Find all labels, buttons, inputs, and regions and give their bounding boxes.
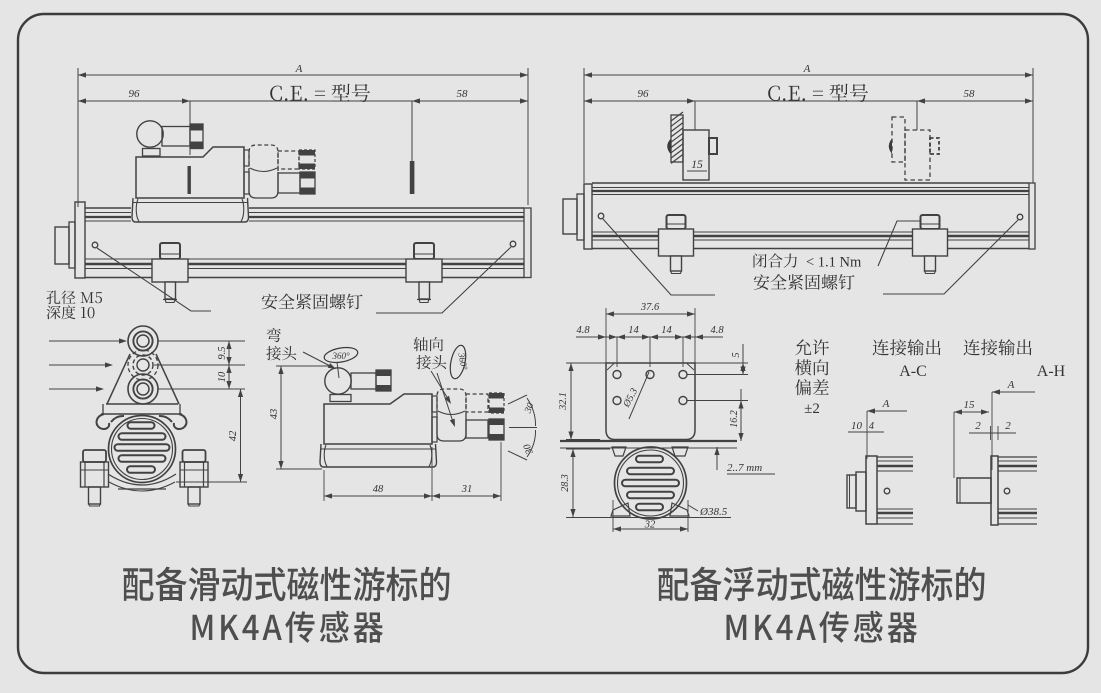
svg-text:58: 58 bbox=[457, 88, 469, 100]
svg-text:30: 30 bbox=[522, 401, 536, 415]
svg-text:2: 2 bbox=[975, 420, 981, 432]
svg-text:43: 43 bbox=[269, 409, 280, 420]
svg-text:A-C: A-C bbox=[899, 363, 927, 380]
svg-text:42: 42 bbox=[228, 430, 239, 441]
svg-text:10: 10 bbox=[217, 371, 228, 382]
svg-text:5: 5 bbox=[731, 353, 742, 358]
svg-text:±2: ±2 bbox=[804, 401, 820, 417]
svg-text:10: 10 bbox=[851, 420, 863, 432]
svg-text:58: 58 bbox=[964, 88, 976, 100]
svg-text:96: 96 bbox=[129, 88, 141, 100]
svg-text:360°: 360° bbox=[331, 351, 350, 361]
svg-text:2..7 mm: 2..7 mm bbox=[727, 462, 762, 474]
svg-text:A: A bbox=[295, 63, 303, 75]
svg-text:A: A bbox=[1007, 379, 1015, 391]
svg-text:32: 32 bbox=[644, 520, 656, 531]
svg-text:28.3: 28.3 bbox=[560, 474, 571, 492]
svg-text:15: 15 bbox=[691, 159, 703, 171]
svg-text:31: 31 bbox=[461, 484, 473, 495]
svg-text:96: 96 bbox=[638, 88, 650, 100]
svg-text:< 1.1 Nm: < 1.1 Nm bbox=[806, 255, 862, 271]
svg-text:32.1: 32.1 bbox=[558, 392, 569, 411]
svg-text:30: 30 bbox=[522, 442, 536, 456]
svg-text:A: A bbox=[803, 63, 811, 75]
svg-text:4.8: 4.8 bbox=[710, 325, 724, 336]
svg-text:9.5: 9.5 bbox=[217, 346, 228, 359]
svg-text:15: 15 bbox=[964, 399, 976, 411]
svg-text:16.2: 16.2 bbox=[729, 410, 740, 428]
svg-text:14: 14 bbox=[661, 325, 672, 336]
svg-text:48: 48 bbox=[373, 484, 384, 495]
svg-text:A-H: A-H bbox=[1037, 363, 1066, 380]
svg-text:Ø38.5: Ø38.5 bbox=[699, 506, 728, 518]
svg-text:4: 4 bbox=[869, 421, 874, 432]
svg-text:2: 2 bbox=[1005, 420, 1011, 432]
svg-text:37.6: 37.6 bbox=[640, 302, 660, 313]
svg-text:4.8: 4.8 bbox=[576, 325, 590, 336]
svg-text:360°: 360° bbox=[456, 351, 470, 371]
svg-text:14: 14 bbox=[628, 325, 639, 336]
svg-text:A: A bbox=[882, 398, 890, 410]
